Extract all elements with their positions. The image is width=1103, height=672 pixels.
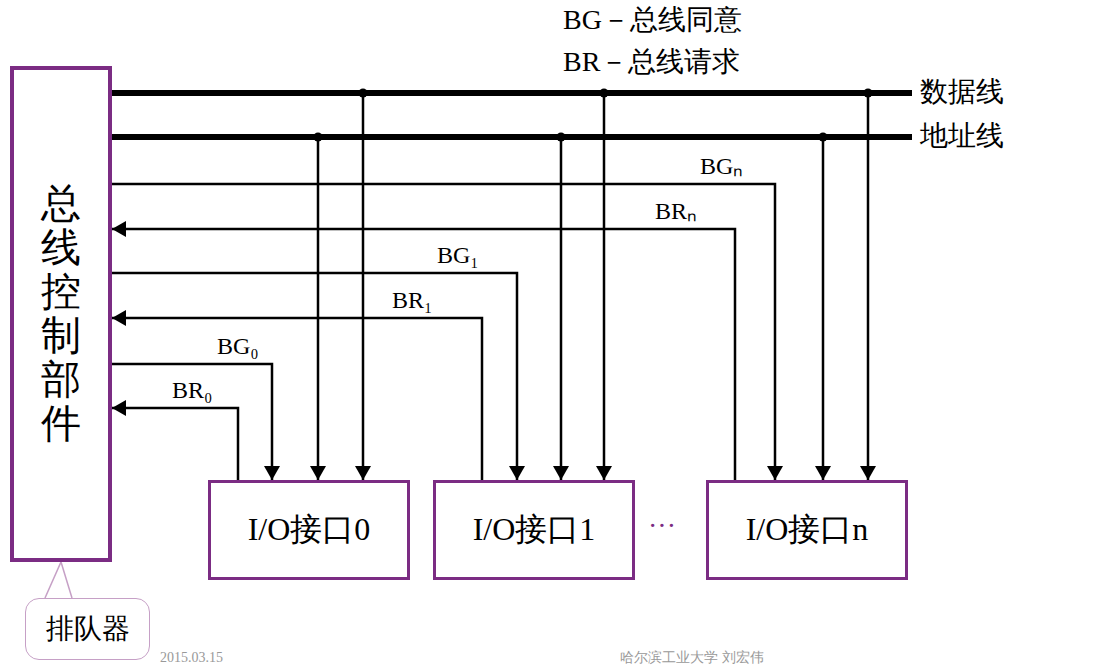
callout-pointer	[45, 562, 72, 598]
bus-trunks	[110, 89, 912, 142]
node-text: 总线控制部件	[41, 182, 81, 446]
signal-line	[112, 364, 272, 480]
signal-line	[112, 408, 238, 480]
signal-name: BR₁	[390, 287, 434, 313]
signal-line	[112, 273, 517, 480]
io-interface-box: I/O接口n	[706, 480, 908, 580]
legend-note: BG－总线同意	[563, 4, 742, 36]
io-interface-box: I/O接口1	[433, 480, 635, 580]
callout-box: 排队器	[25, 598, 150, 660]
signal-line	[112, 184, 775, 480]
ellipsis: ···	[648, 510, 676, 542]
signal-name: BGₙ	[698, 153, 745, 179]
legend-note: BR－总线请求	[563, 46, 740, 78]
signal-line	[112, 229, 735, 480]
node-text: 排队器	[46, 610, 130, 648]
bus-name: 数据线	[920, 76, 1004, 108]
bus-branch	[112, 137, 318, 480]
bus-branch	[112, 93, 604, 480]
signal-name: BR₀	[170, 377, 214, 403]
io-interface-box: I/O接口0	[208, 480, 410, 580]
node-text: I/O接口0	[248, 508, 371, 552]
bus-branch	[112, 93, 363, 480]
bus-branch	[112, 137, 823, 480]
bus-controller-box: 总线控制部件	[10, 66, 112, 562]
node-text: I/O接口1	[473, 508, 596, 552]
signal-name: BRₙ	[653, 198, 699, 224]
signal-name: BG₁	[435, 242, 481, 268]
signal-name: BG₀	[215, 333, 261, 359]
signal-line	[112, 318, 482, 480]
date-watermark: 2015.03.15	[160, 650, 223, 666]
bus-name: 地址线	[920, 120, 1004, 152]
author-watermark: 哈尔滨工业大学 刘宏伟	[620, 650, 764, 666]
bus-branch	[112, 137, 561, 480]
bus-branch	[112, 93, 868, 480]
node-text: I/O接口n	[746, 508, 869, 552]
